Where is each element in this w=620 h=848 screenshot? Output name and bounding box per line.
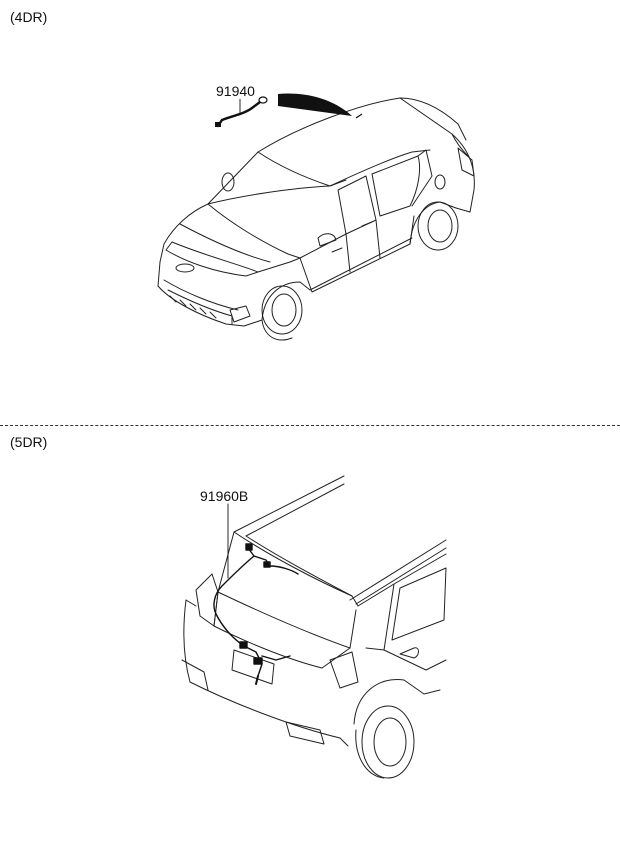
- hatchback-illustration: [181, 475, 447, 779]
- section-label-4dr: (4DR): [10, 9, 48, 25]
- tailgate-harness-91960b: [213, 503, 299, 685]
- section-divider: [0, 425, 620, 426]
- sedan-illustration: [157, 97, 475, 341]
- part-number-91940: 91940: [216, 83, 255, 99]
- section-label-5dr: (5DR): [10, 434, 48, 450]
- part-number-91960b: 91960B: [200, 488, 249, 504]
- roof-harness-91940: [215, 93, 363, 128]
